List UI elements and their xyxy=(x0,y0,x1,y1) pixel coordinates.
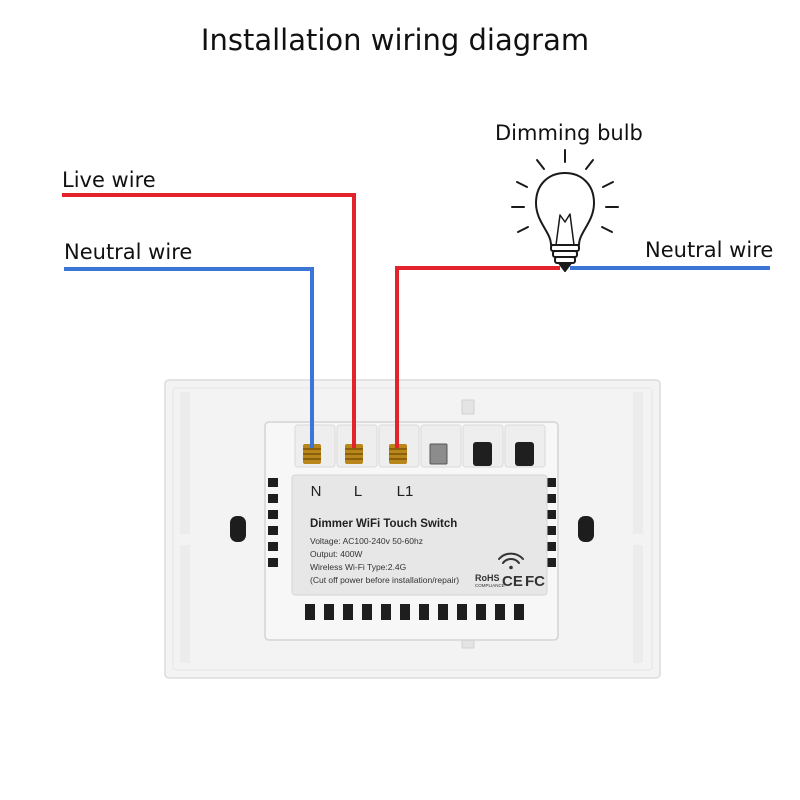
live-wire xyxy=(62,193,356,448)
mounting-slot-right xyxy=(578,516,594,542)
neutral-wire-right-label: Neutral wire xyxy=(645,238,773,262)
terminal-label-l: L xyxy=(354,483,362,500)
load-wire xyxy=(395,266,560,448)
dimming-bulb-label: Dimming bulb xyxy=(495,121,643,145)
terminal-screw-n xyxy=(303,444,321,464)
neutral-wire-left xyxy=(64,267,314,448)
terminal-blank-3 xyxy=(515,442,534,466)
rohs-compliance: COMPLIANCE xyxy=(475,583,505,588)
spec-wireless: Wireless Wi-Fi Type:2.4G xyxy=(310,562,406,572)
terminal-screw-l xyxy=(345,444,363,464)
terminal-screw-l1 xyxy=(389,444,407,464)
switch-model-title: Dimmer WiFi Touch Switch xyxy=(310,518,457,530)
terminal-blank-2 xyxy=(473,442,492,466)
fc-mark: FC xyxy=(525,573,545,590)
diagram-title: Installation wiring diagram xyxy=(201,23,589,57)
ce-mark: CE xyxy=(502,573,523,590)
rohs-mark: RoHS xyxy=(475,573,500,583)
terminal-blank-1 xyxy=(429,443,448,465)
spec-output: Output: 400W xyxy=(310,549,362,559)
dimming-bulb-icon xyxy=(511,149,619,272)
live-wire-label: Live wire xyxy=(62,168,156,192)
spec-voltage: Voltage: AC100-240v 50-60hz xyxy=(310,536,423,546)
terminal-label-n: N xyxy=(311,483,322,500)
neutral-wire-left-label: Neutral wire xyxy=(64,240,192,264)
terminal-label-l1: L1 xyxy=(397,483,414,500)
mounting-slot-left xyxy=(230,516,246,542)
wifi-icon xyxy=(498,552,524,570)
spec-warning: (Cut off power before installation/repai… xyxy=(310,575,459,585)
switch-label-sticker: N L L1 Dimmer WiFi Touch Switch Voltage:… xyxy=(291,474,548,596)
